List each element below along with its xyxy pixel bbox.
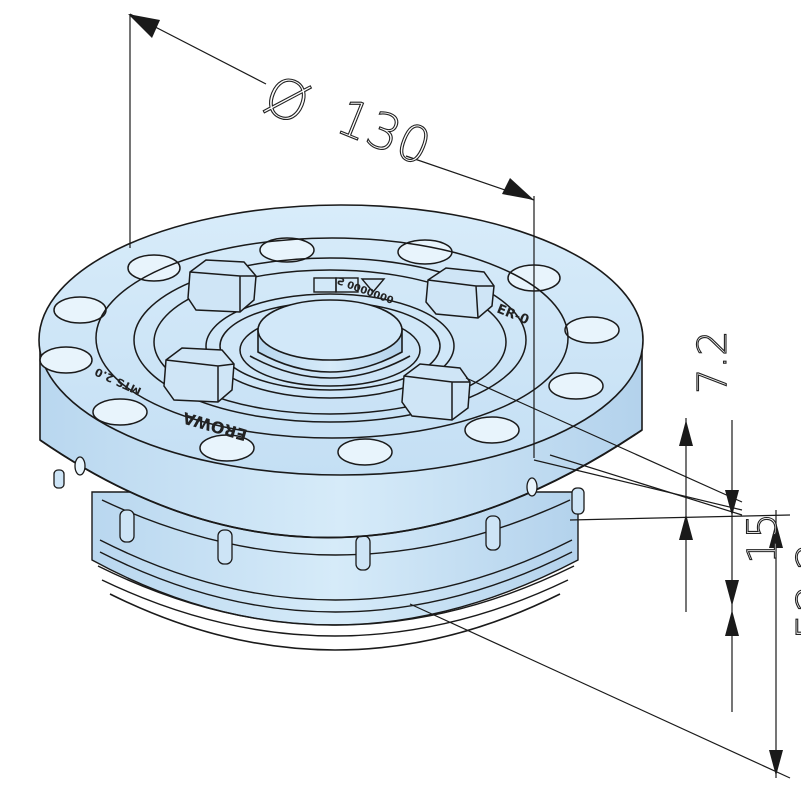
lower-body: [91, 491, 579, 651]
diameter-symbol: Ø: [255, 63, 318, 137]
side-holes: [74, 456, 538, 497]
jaw-back-right: [425, 267, 495, 319]
jaw-front-left: [163, 347, 235, 403]
diameter-value: 130: [329, 88, 439, 178]
dim-label-7-2: 7.2: [690, 330, 736, 394]
dim-label-52-2: 52.2: [788, 542, 801, 640]
jaw-front-right: [401, 363, 471, 421]
center-spigot: [249, 299, 411, 379]
lower-pins: [53, 469, 585, 571]
clamp-jaws: [163, 259, 495, 421]
arrowheads: [128, 14, 783, 776]
jaw-back-left: [187, 259, 257, 313]
bolt-holes: [39, 237, 620, 466]
dim-label-15: 15: [740, 513, 786, 564]
